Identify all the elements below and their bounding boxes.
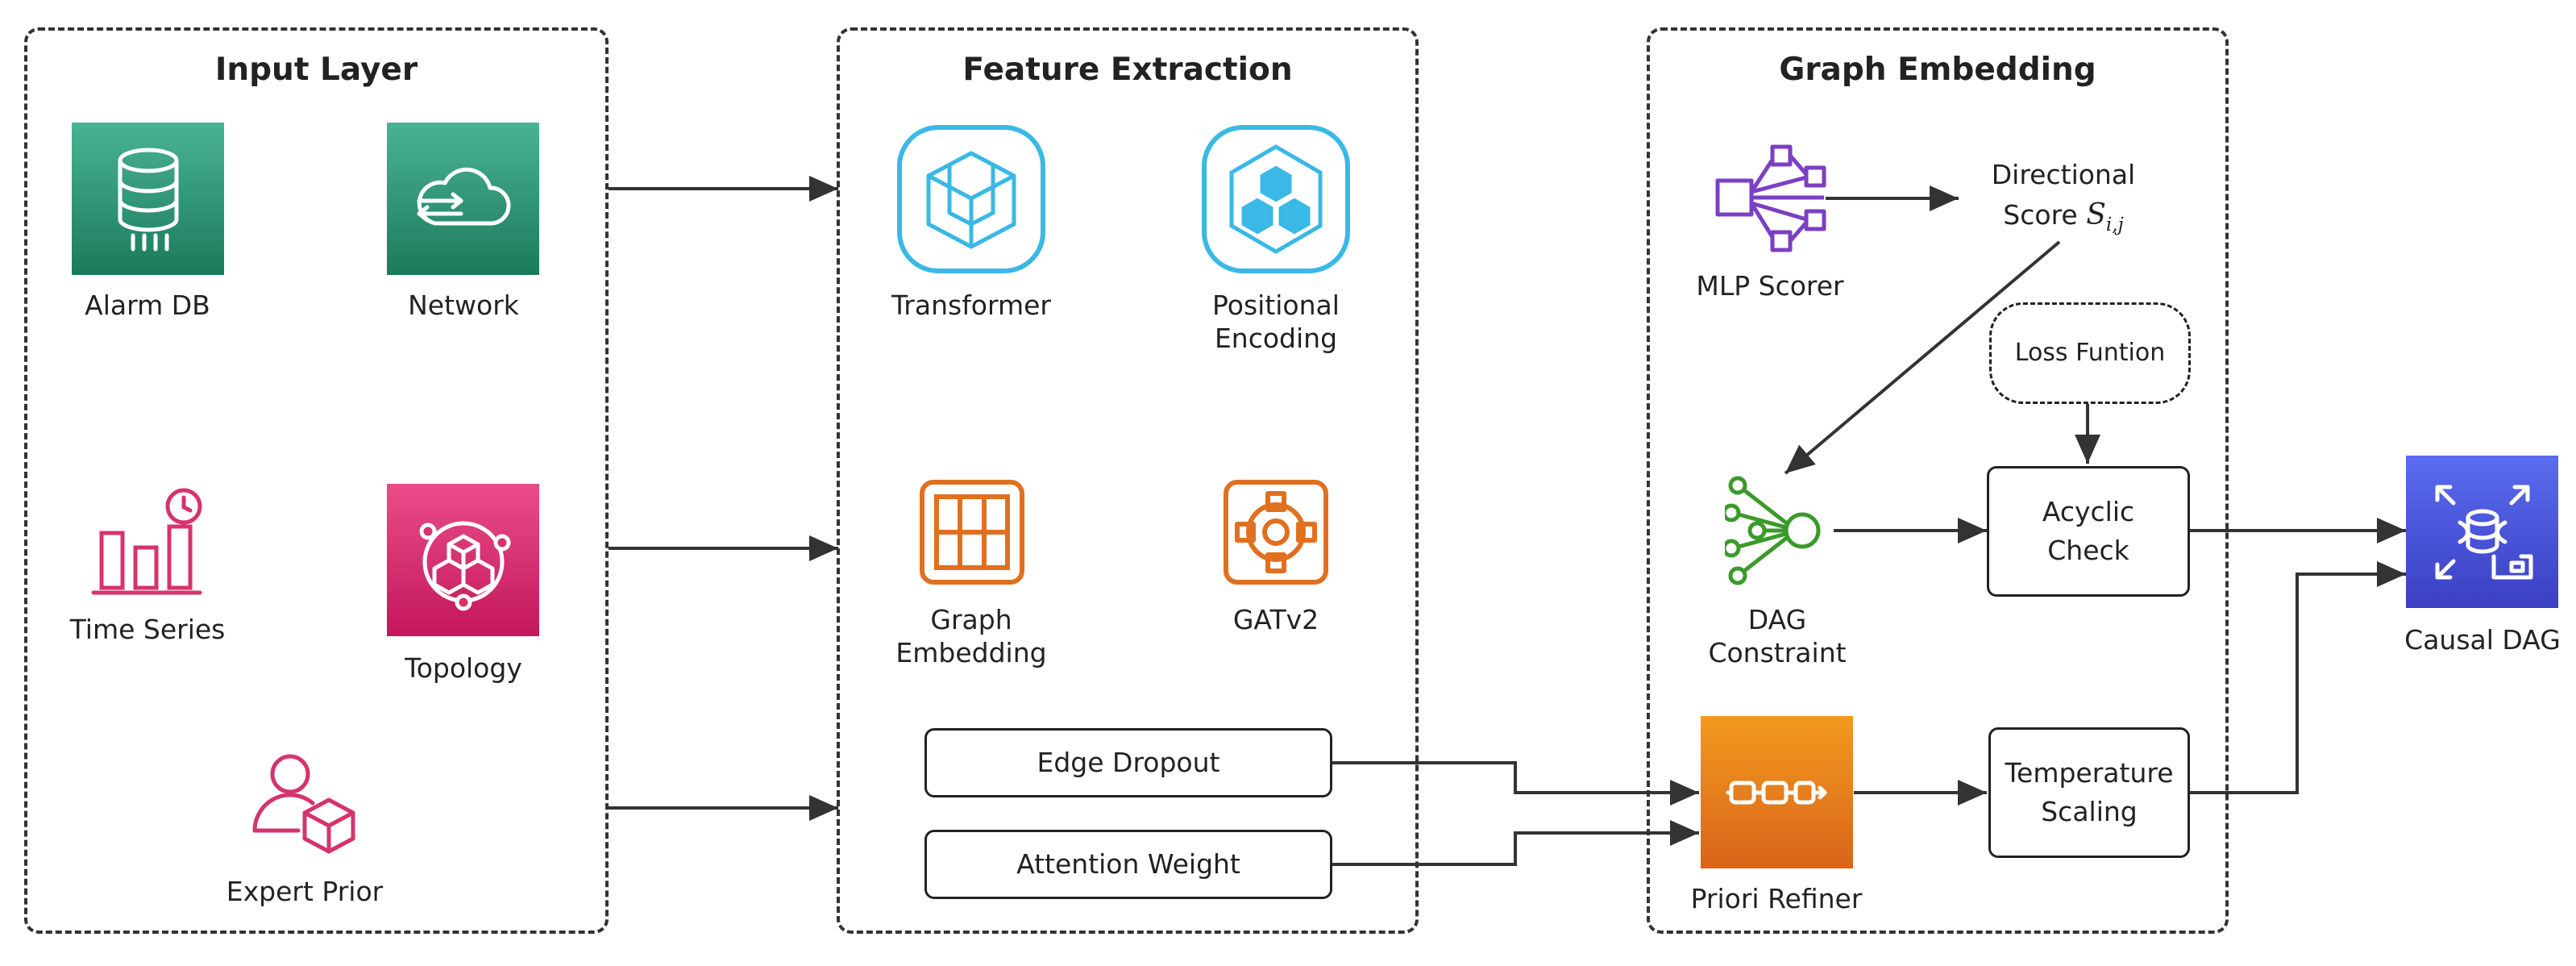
hex-cube-icon [1202, 125, 1350, 273]
mlp-scorer-label: MLP Scorer [1696, 270, 1844, 302]
cloud-network-icon [417, 167, 510, 225]
directional-score-line1: Directional [1991, 159, 2136, 190]
network-label: Network [408, 289, 519, 321]
feature-extraction-title: Feature Extraction [962, 52, 1293, 88]
priori-refiner-tile [1701, 716, 1853, 868]
chain-icon [1726, 781, 1826, 804]
loss-function-label: Loss Funtion [2014, 339, 2166, 367]
input-layer-title: Input Layer [214, 52, 418, 88]
directional-score-symbol: Si,j [2086, 198, 2124, 236]
arrow-edge-dropout-to-refiner [1332, 761, 1699, 806]
graph-embedding-label-line1: Graph [930, 604, 1012, 635]
gatv2-label: GATv2 [1232, 604, 1319, 635]
causal-dag-tile [2406, 456, 2558, 608]
node-fan-icon [1725, 476, 1821, 585]
directional-score-word: Score [2003, 199, 2078, 231]
edge-dropout-box: Edge Dropout [924, 728, 1332, 797]
dag-constraint-label-line2: Constraint [1708, 637, 1847, 668]
graph-embedding-panel: Graph Embedding [1647, 27, 2229, 934]
attention-weight-label: Attention Weight [1016, 848, 1240, 880]
topology-icon [419, 521, 510, 610]
dag-constraint-label-line1: DAG [1747, 604, 1807, 635]
expert-prior-label: Expert Prior [226, 876, 384, 907]
input-layer-panel: Input Layer [24, 27, 609, 934]
temperature-scaling-line1: Temperature [2005, 757, 2174, 789]
topology-label: Topology [405, 652, 522, 684]
priori-refiner-label: Priori Refiner [1690, 883, 1863, 914]
user-cube-icon [252, 754, 355, 854]
time-series-label: Time Series [69, 614, 226, 645]
acyclic-check-line1: Acyclic [2042, 496, 2135, 527]
arrow-temperature-to-causal [2190, 561, 2406, 794]
transformer-label: Transformer [891, 289, 1052, 321]
grid-icon [920, 480, 1024, 585]
temperature-scaling-box: Temperature Scaling [1988, 727, 2190, 858]
causal-dag-label: Causal DAG [2404, 624, 2561, 656]
arrow-score-to-dag [1784, 240, 2061, 475]
positional-encoding-label-line2: Encoding [1214, 323, 1338, 354]
database-arrows-icon [2435, 485, 2532, 579]
topology-tile [387, 484, 539, 636]
alarm-db-tile [72, 123, 224, 275]
loss-function-box: Loss Funtion [1989, 302, 2191, 404]
acyclic-check-line2: Check [2047, 535, 2129, 566]
acyclic-check-box: Acyclic Check [1987, 466, 2190, 597]
network-tile [387, 123, 539, 275]
arrow-attention-to-refiner [1332, 820, 1699, 866]
network-nodes-icon [1715, 144, 1826, 252]
graph-embedding-label-line2: Embedding [895, 637, 1047, 668]
edge-dropout-label: Edge Dropout [1037, 747, 1220, 778]
cube-icon [897, 125, 1045, 273]
feature-extraction-panel: Feature Extraction [837, 27, 1419, 934]
time-series-chart-icon [91, 488, 202, 595]
attention-weight-box: Attention Weight [924, 830, 1332, 899]
positional-encoding-label-line1: Positional [1212, 289, 1340, 321]
gear-icon [1224, 480, 1328, 585]
alarm-db-label: Alarm DB [85, 289, 210, 321]
temperature-scaling-line2: Scaling [2041, 796, 2138, 827]
database-icon [118, 148, 178, 251]
directional-score-label: Directional Score Si,j [1992, 155, 2135, 245]
graph-embedding-title: Graph Embedding [1779, 52, 2096, 88]
